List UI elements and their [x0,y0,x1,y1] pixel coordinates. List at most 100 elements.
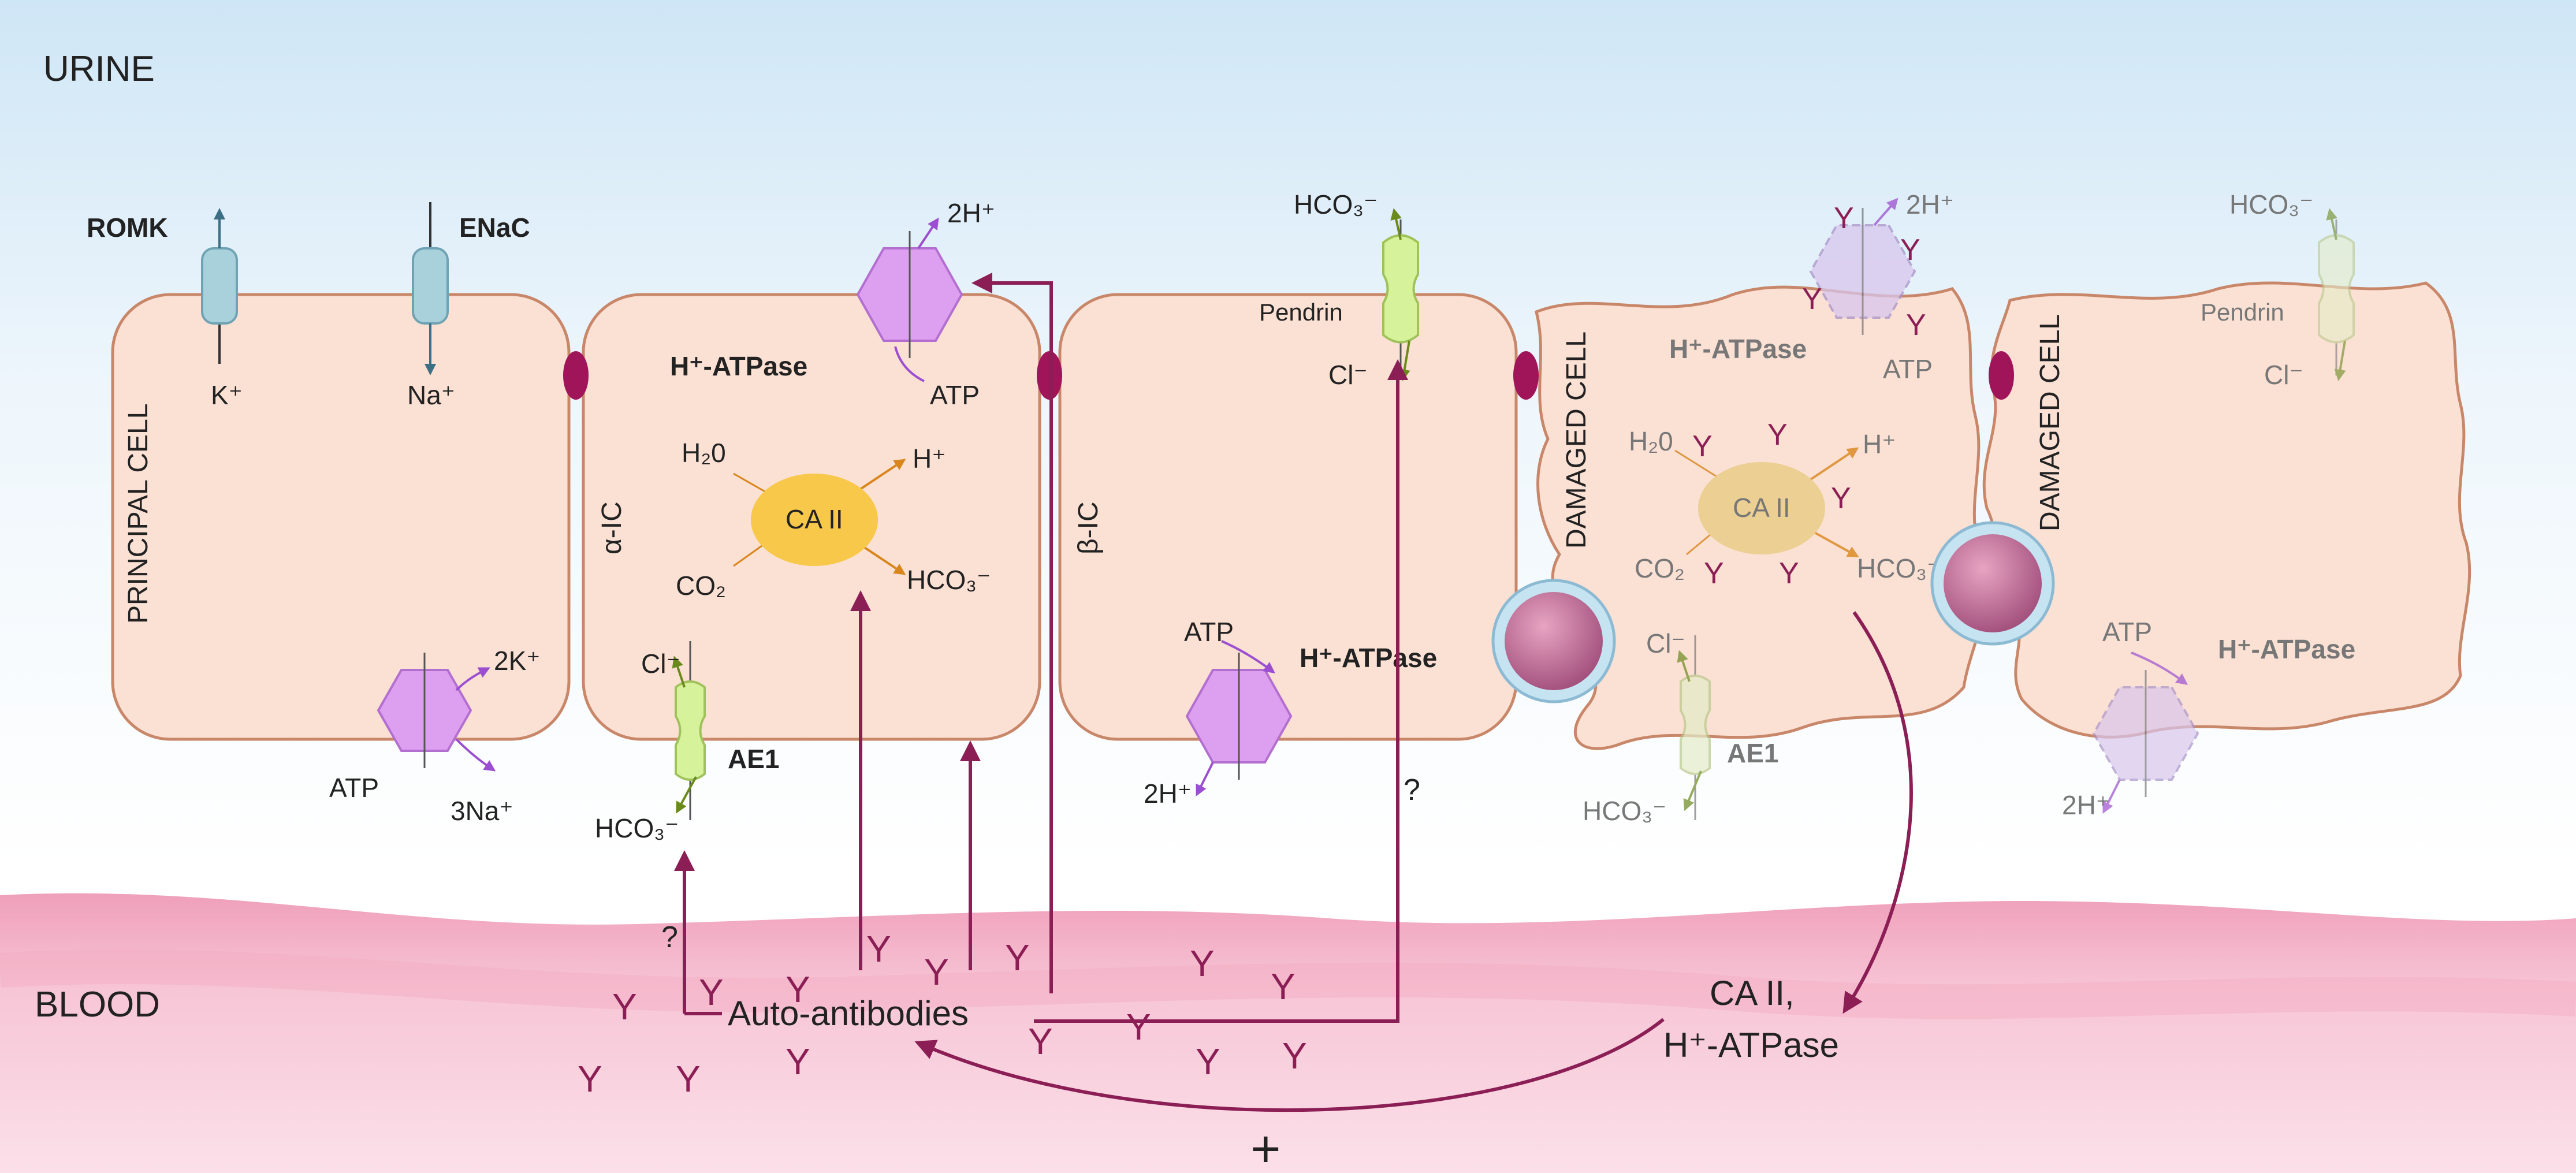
antibody-icon: Y [1126,1006,1151,1048]
beta-h-atpase-label: H⁺-ATPase [1300,643,1437,673]
damaged-2-pendrin-label: Pendrin [2201,299,2284,326]
k-label: K⁺ [211,380,243,410]
romk-channel [201,208,238,364]
antibody-icon: Y [1704,557,1724,590]
plus-sign: + [1250,1120,1281,1173]
na-label: Na⁺ [407,380,455,410]
alpha-hco3-out-label: HCO₃⁻ [595,813,679,843]
damaged-atp-label: ATP [1883,354,1933,384]
h-atpase-pump-damaged-2 [2092,651,2199,814]
beta-two-h-label: 2H⁺ [1144,779,1192,809]
question-mark-pendrin: ? [1404,773,1420,807]
ca2-enzyme-alpha [733,459,906,575]
pendrin-exchanger-damaged [2318,208,2355,381]
antibody-icon: Y [1767,418,1788,452]
pendrin-exchanger-beta [1382,208,1419,381]
antibody-icon: Y [924,951,949,993]
alpha-h2o-label: H₂0 [682,438,726,468]
beta-pendrin-label: Pendrin [1259,299,1343,326]
blood-label: BLOOD [35,985,160,1025]
alpha-hco3-label: HCO₃⁻ [907,565,991,595]
antibody-icon: Y [786,969,810,1010]
antibody-icon: Y [1802,282,1822,316]
antibody-icon: Y [676,1058,701,1100]
antibody-icon: Y [786,1041,810,1082]
damaged-2-two-h-label: 2H⁺ [2062,790,2110,820]
tight-junction [1989,351,2014,400]
antibody-icon: Y [1190,943,1215,984]
antibody-icon: Y [699,971,724,1013]
antibody-icon: Y [866,928,891,970]
beta-atp-label: ATP [1184,617,1234,647]
principal-cell [111,293,571,741]
antibody-icon: Y [1282,1035,1307,1077]
antibody-icon: Y [1196,1041,1220,1082]
antibody-icon: Y [1028,1021,1053,1062]
released-h-atpase-label: H⁺-ATPase [1663,1026,1839,1064]
damaged-2-atp-label: ATP [2102,617,2152,647]
ae1-exchanger [672,641,706,820]
damaged-cell-label-1: DAMAGED CELL [1561,332,1592,549]
antibody-icons-damaged: Y Y Y Y Y Y Y Y Y [1692,202,1926,590]
beta-cl-label: Cl⁻ [1328,360,1368,390]
h-atpase-pump-beta [1185,640,1293,796]
blood-region [0,893,2576,1173]
damaged-2-h-atpase-label: H⁺-ATPase [2218,634,2355,664]
antibody-icon: Y [1906,308,1926,342]
alpha-co2-label: CO₂ [676,571,726,601]
h-atpase-pump-damaged-1 [1809,198,1916,335]
beta-ic-cell [1058,293,1518,741]
question-mark-ae1: ? [661,921,678,954]
alpha-h-label: H⁺ [913,444,946,474]
alpha-atp-label: ATP [930,380,980,410]
alpha-ca2-label: CA II [786,504,843,534]
antibody-arrows [674,273,1913,1112]
ae1-label: AE1 [728,744,779,774]
leukocyte [1930,521,2055,646]
antibody-icon: Y [1900,233,1920,267]
antibody-icons: Y Y Y Y Y Y Y Y Y Y Y Y Y Y Y [578,928,1307,1100]
urine-label: URINE [43,49,155,89]
enac-label: ENaC [459,213,530,243]
antibody-icon: Y [1831,482,1851,515]
damaged-h-atpase-label: H⁺-ATPase [1669,334,1807,364]
leukocyte [1491,579,1616,703]
two-k-label: 2K⁺ [494,646,541,676]
antibody-icon: Y [1005,937,1030,978]
damaged-ca2-label: CA II [1733,493,1790,523]
released-ca2-label: CA II, [1710,974,1795,1012]
alpha-two-h-label: 2H⁺ [947,198,995,228]
antibody-icon: Y [612,986,637,1027]
damaged-ae1-label: AE1 [1727,738,1778,768]
damaged-hco3-label: HCO₃⁻ [1857,553,1941,583]
auto-antibodies-label: Auto-antibodies [728,994,969,1033]
na-k-atpase-pump [377,653,496,772]
blood-band [0,949,2576,1019]
damaged-two-h-label: 2H⁺ [1906,189,1954,219]
romk-label: ROMK [87,213,168,243]
alpha-h-atpase-label: H⁺-ATPase [670,351,807,381]
antibody-icon: Y [1271,966,1296,1007]
antibody-icon: Y [578,1058,602,1100]
damaged-cl-label: Cl⁻ [1646,628,1685,658]
damaged-hco3-out-label: HCO₃⁻ [1583,796,1666,826]
three-na-label: 3Na⁺ [451,796,513,826]
ae1-exchanger-damaged [1677,635,1711,820]
antibody-icon: Y [1692,430,1713,463]
damaged-cell-label-2: DAMAGED CELL [2035,314,2065,531]
damaged-2-hco3-label: HCO₃⁻ [2229,189,2313,219]
alpha-cl-label: Cl⁻ [641,649,680,679]
enac-channel [412,202,449,375]
damaged-h-label: H⁺ [1863,429,1896,459]
beta-hco3-label: HCO₃⁻ [1294,189,1378,219]
tight-junction [1513,351,1539,400]
principal-atp-label: ATP [329,773,379,803]
tight-junction [563,351,589,400]
principal-cell-label: PRINCIPAL CELL [123,404,154,624]
beta-ic-label: β-IC [1073,501,1104,554]
ca2-enzyme-damaged [1674,447,1859,557]
antibody-icon: Y [1834,202,1854,235]
alpha-ic-label: α-IC [597,501,627,554]
damaged-h2o-label: H₂0 [1629,426,1673,456]
